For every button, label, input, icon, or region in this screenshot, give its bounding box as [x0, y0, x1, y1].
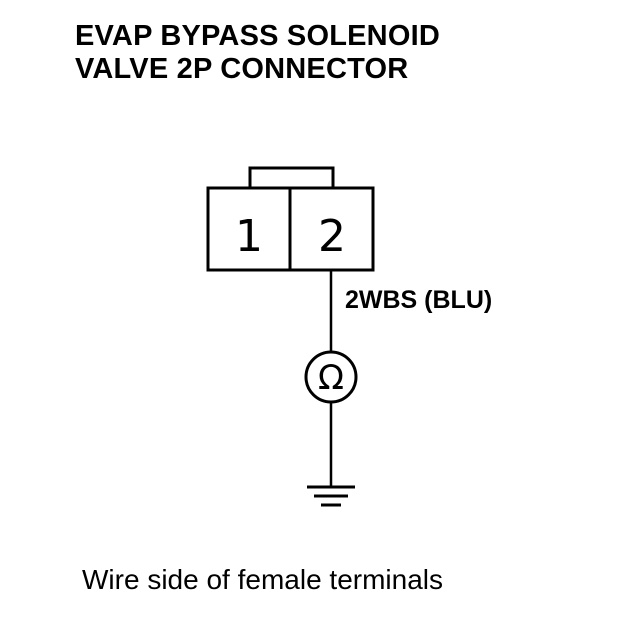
diagram-caption: Wire side of female terminals: [82, 564, 444, 595]
ohmmeter-icon: Ω: [304, 350, 358, 404]
wire-label: 2WBS (BLU): [345, 286, 492, 314]
ground-icon: [307, 485, 355, 507]
title-line-1: EVAP BYPASS SOLENOID: [75, 20, 440, 52]
ohm-symbol: Ω: [318, 358, 344, 398]
diagram-title: EVAP BYPASS SOLENOID VALVE 2P CONNECTOR: [75, 20, 440, 86]
pin-2-label: 2: [318, 211, 346, 262]
title-line-2: VALVE 2P CONNECTOR: [75, 53, 409, 85]
connector-lock-tab: [248, 166, 335, 188]
pin-1-label: 1: [235, 211, 263, 262]
